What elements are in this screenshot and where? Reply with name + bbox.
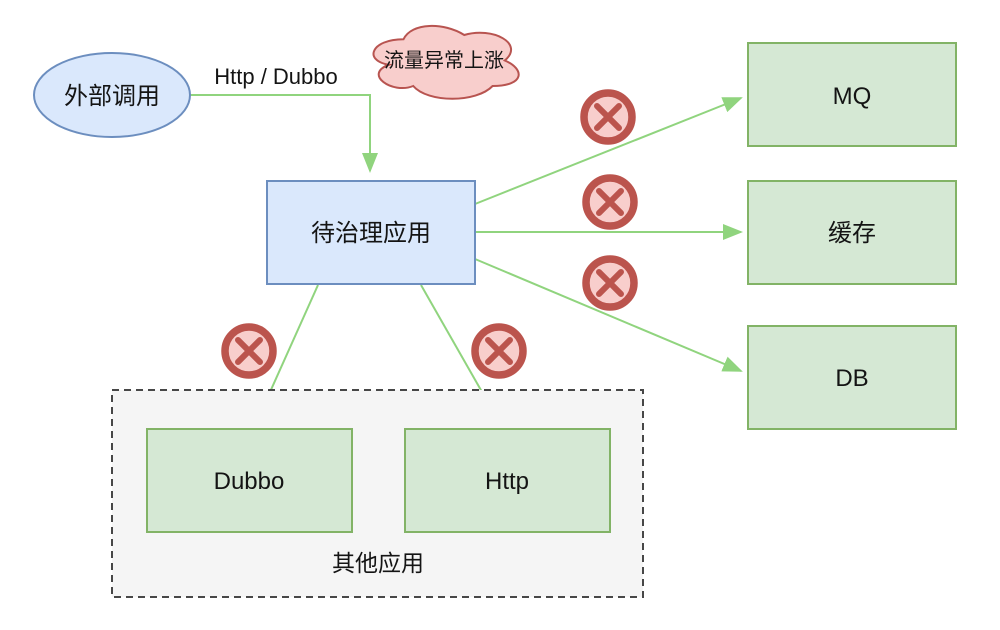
cloud-shape — [372, 24, 520, 100]
x-circle-icon — [582, 174, 638, 230]
edge-label-http-dubbo: Http / Dubbo — [214, 64, 338, 89]
x-circle-icon — [221, 323, 277, 379]
node-external-call: 外部调用 — [33, 52, 191, 138]
cloud-label: 流量异常上涨 — [384, 49, 504, 72]
edge-external-to-app — [190, 94, 378, 173]
node-dubbo: Dubbo — [146, 428, 353, 533]
x-circle-icon — [582, 255, 638, 311]
db-label: DB — [835, 365, 868, 392]
other-apps-label: 其他应用 — [332, 550, 424, 576]
node-db: DB — [747, 325, 957, 430]
edge-app-to-db — [474, 258, 743, 372]
external-call-label: 外部调用 — [64, 83, 160, 110]
app-label: 待治理应用 — [311, 220, 431, 247]
dubbo-label: Dubbo — [214, 468, 285, 495]
x-circle-icon — [471, 323, 527, 379]
node-mq: MQ — [747, 42, 957, 147]
mq-label: MQ — [833, 83, 872, 110]
http-label: Http — [485, 468, 529, 495]
edge-app-to-mq — [474, 97, 743, 205]
node-http: Http — [404, 428, 611, 533]
cache-label: 缓存 — [828, 220, 876, 247]
traffic-anomaly-cloud: 流量异常上涨 — [372, 24, 520, 100]
node-cache: 缓存 — [747, 180, 957, 285]
x-circle-icon — [580, 89, 636, 145]
node-app: 待治理应用 — [266, 180, 476, 285]
